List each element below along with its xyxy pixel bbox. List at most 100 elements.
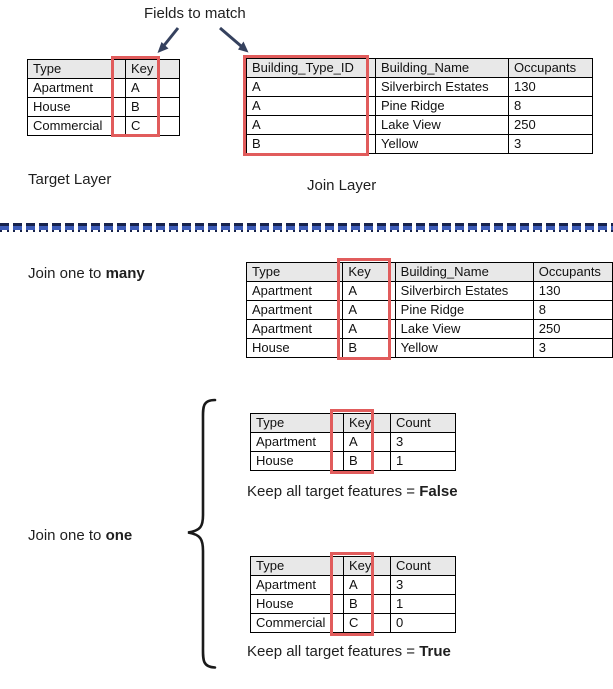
table-cell: 130 (532, 281, 613, 301)
table-cell: Yellow (394, 338, 534, 358)
join-one-to-one-label: Join one to one (28, 527, 132, 544)
table-cell: 0 (390, 613, 456, 633)
table-cell: A (343, 432, 391, 452)
table-cell: 250 (532, 319, 613, 339)
table-cell: A (246, 115, 376, 135)
column-header: Type (27, 59, 126, 79)
curly-brace-icon (187, 398, 217, 669)
table-cell: A (342, 319, 396, 339)
table-cell: B (343, 594, 391, 614)
column-header: Building_Name (375, 58, 509, 78)
table-cell: House (245, 338, 344, 358)
join-layer-label: Join Layer (307, 177, 377, 194)
table-cell: 8 (508, 96, 593, 116)
table-cell: 1 (390, 594, 456, 614)
table-cell: 1 (390, 451, 456, 471)
label-text: Join one to (28, 265, 106, 282)
column-header: Type (250, 413, 344, 433)
fields-to-match-label: Fields to match (144, 5, 246, 22)
table-cell: A (342, 300, 396, 320)
table-cell: Pine Ridge (394, 300, 534, 320)
table-cell: House (250, 594, 344, 614)
table-cell: Apartment (27, 78, 126, 98)
table-cell: 3 (508, 134, 593, 154)
label-bold-text: False (419, 483, 458, 500)
table-cell: Apartment (250, 575, 344, 595)
table-cell: 3 (390, 432, 456, 452)
label-bold-text: one (105, 527, 133, 544)
table-cell: House (250, 451, 344, 471)
column-header: Key (343, 413, 391, 433)
table-cell: Apartment (245, 319, 344, 339)
table-cell: 3 (390, 575, 456, 595)
column-header: Key (342, 262, 396, 282)
table-cell: 3 (532, 338, 613, 358)
table-cell: Lake View (375, 115, 509, 135)
column-header: Building_Name (394, 262, 534, 282)
table-cell: A (342, 281, 396, 301)
table-cell: 250 (508, 115, 593, 135)
table-cell: B (125, 97, 180, 117)
table-cell: C (343, 613, 391, 633)
label-text: Join one to (28, 527, 106, 544)
label-bold-text: many (105, 265, 145, 282)
table-cell: Silverbirch Estates (375, 77, 509, 97)
label-text: Keep all target features = (247, 643, 420, 660)
table-cell: Apartment (245, 281, 344, 301)
label-bold-text: True (419, 643, 451, 660)
table-cell: Commercial (250, 613, 344, 633)
table-cell: A (246, 77, 376, 97)
column-header: Type (250, 556, 344, 576)
column-header: Key (125, 59, 180, 79)
arrow-left-icon (157, 27, 180, 53)
table-cell: House (27, 97, 126, 117)
section-divider (0, 223, 613, 232)
arrow-right-icon (219, 26, 249, 53)
table-cell: Yellow (375, 134, 509, 154)
column-header: Key (343, 556, 391, 576)
table-cell: Pine Ridge (375, 96, 509, 116)
table-cell: Commercial (27, 116, 126, 136)
column-header: Occupants (508, 58, 593, 78)
column-header: Count (390, 556, 456, 576)
table-cell: B (343, 451, 391, 471)
column-header: Count (390, 413, 456, 433)
table-cell: A (343, 575, 391, 595)
column-header: Building_Type_ID (246, 58, 376, 78)
join-one-to-many-label: Join one to many (28, 265, 145, 282)
table-cell: 130 (508, 77, 593, 97)
table-cell: Silverbirch Estates (394, 281, 534, 301)
table-cell: A (246, 96, 376, 116)
table-cell: A (125, 78, 180, 98)
